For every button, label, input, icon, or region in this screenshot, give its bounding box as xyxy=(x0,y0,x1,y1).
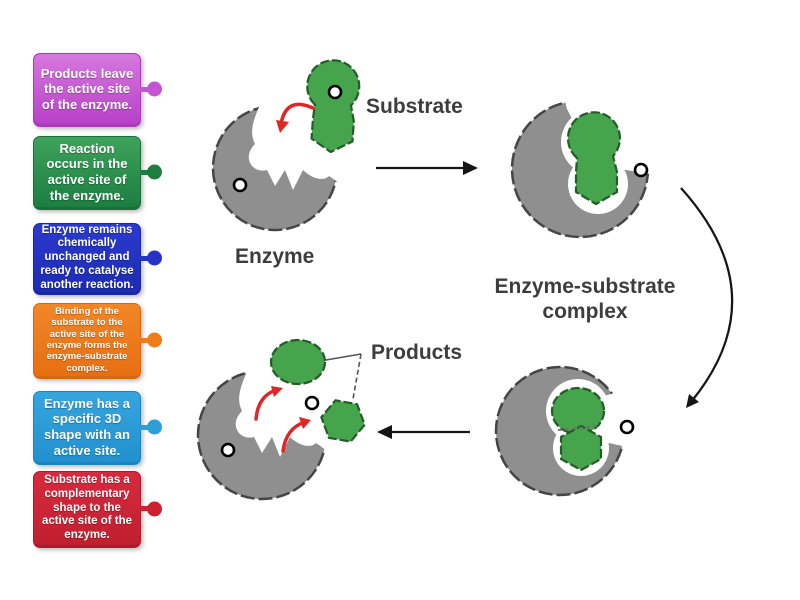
label-card-text: Reaction occurs in the active site of th… xyxy=(46,140,128,203)
target-dot-products[interactable] xyxy=(304,395,320,411)
product-hexagon-shape xyxy=(320,399,366,443)
red-arrow-substrate-entering xyxy=(276,102,315,133)
label-card-enzyme-3d-shape[interactable]: Enzyme has a specific 3D shape with an a… xyxy=(33,391,150,465)
label-card-text: Enzyme has a specific 3D shape with an a… xyxy=(44,395,130,458)
products-pointer-line-dashed xyxy=(352,353,362,400)
arrow-curved-down xyxy=(680,187,734,408)
connector-pin xyxy=(140,506,150,511)
label-card-binding-substrate[interactable]: Binding of the substrate to the active s… xyxy=(33,303,150,379)
connector-pin xyxy=(140,337,150,343)
substrate-label: Substrate xyxy=(366,95,463,118)
red-arrow-product-leaving-2 xyxy=(281,417,311,453)
enzyme-releasing-shape xyxy=(196,343,359,501)
splitting-product-bottom-shape xyxy=(559,424,603,472)
target-dot-reaction[interactable] xyxy=(619,419,635,435)
connector-pin xyxy=(140,169,150,175)
enzyme-product-complex-shape xyxy=(494,365,645,497)
label-card-text: Enzyme remains chemically unchanged and … xyxy=(40,223,134,291)
complex-label-line2: complex xyxy=(542,300,628,323)
substrate-split-line xyxy=(557,425,601,431)
target-dot-enzyme-after[interactable] xyxy=(220,442,236,458)
label-card-reaction-occurs[interactable]: Reaction occurs in the active site of th… xyxy=(33,136,150,210)
products-label: Products xyxy=(371,341,463,364)
label-card-text: Binding of the substrate to the active s… xyxy=(46,305,128,374)
enzyme-substrate-complex-shape xyxy=(510,74,678,239)
label-card-text: Products leave the active site of the en… xyxy=(40,65,134,112)
arrow-right xyxy=(376,161,478,175)
bound-substrate-shape xyxy=(566,111,622,206)
complex-label: Enzyme-substrate complex xyxy=(479,274,691,324)
enzyme-shape xyxy=(211,76,372,232)
connector-pin xyxy=(140,86,150,92)
label-card-products-leave[interactable]: Products leave the active site of the en… xyxy=(33,53,150,127)
arrow-left xyxy=(377,425,470,439)
target-dot-complex[interactable] xyxy=(633,162,649,178)
enzyme-label: Enzyme xyxy=(235,245,315,268)
target-dot-enzyme[interactable] xyxy=(232,177,248,193)
product-oval-shape xyxy=(269,338,327,386)
red-arrow-product-leaving-1 xyxy=(254,386,283,421)
connector-pin xyxy=(140,424,150,430)
complex-label-line1: Enzyme-substrate xyxy=(494,275,676,298)
products-pointer-line xyxy=(325,353,362,361)
connector-pin xyxy=(140,255,150,261)
target-dot-substrate[interactable] xyxy=(327,84,343,100)
label-card-substrate-complementary[interactable]: Substrate has a complementary shape to t… xyxy=(33,471,150,548)
label-card-text: Substrate has a complementary shape to t… xyxy=(41,474,133,542)
label-card-enzyme-unchanged[interactable]: Enzyme remains chemically unchanged and … xyxy=(33,223,150,295)
